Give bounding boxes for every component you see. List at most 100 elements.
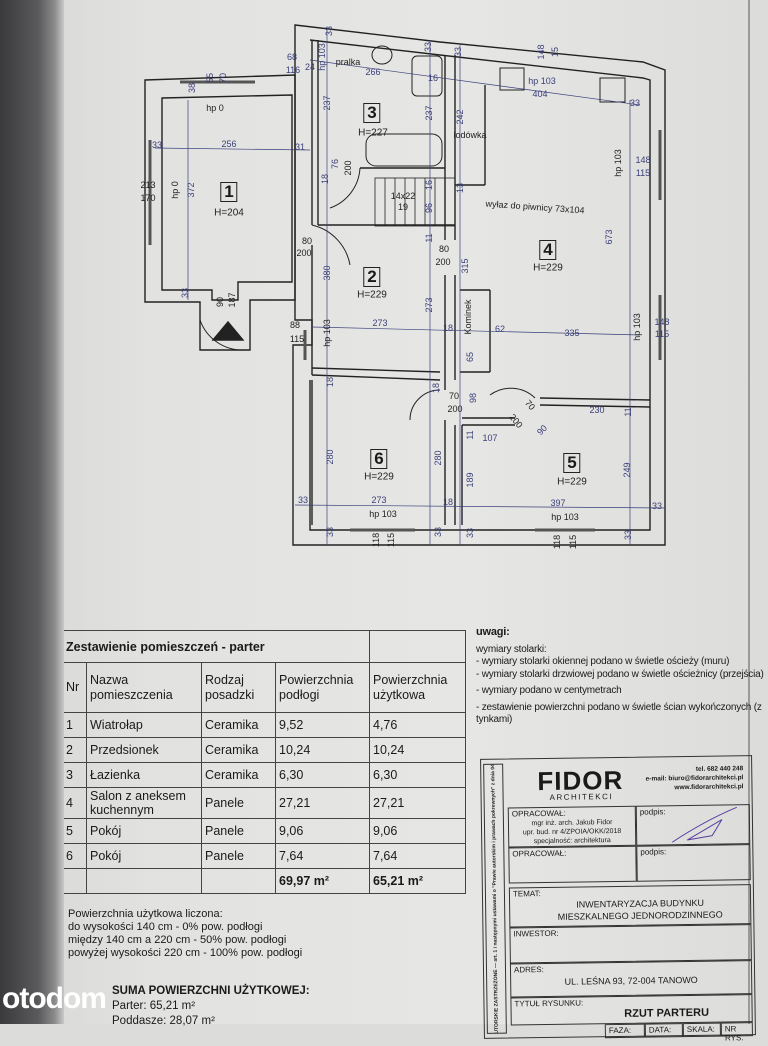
subject-text: INWENTARYZACJA BUDYNKU MIESZKALNEGO JEDN… — [557, 897, 723, 922]
dimension-label: 115 — [289, 334, 305, 344]
label-stairs-count: 19 — [397, 202, 409, 212]
dimension-label: hp 103 — [317, 43, 327, 71]
dimension-label: 80 — [301, 236, 313, 246]
dimension-label: 16 — [427, 73, 439, 83]
cell — [62, 868, 87, 894]
dimension-label: 33 — [325, 526, 335, 538]
cell: 5 — [62, 818, 87, 844]
dimension-label: 118 — [371, 532, 381, 548]
adres-label: ADRES: — [513, 965, 544, 975]
rooms-table: Zestawienie pomieszczeń - parter Nr Nazw… — [62, 630, 466, 894]
signature2-cell: podpis: — [636, 844, 751, 882]
cell: 1 — [62, 712, 87, 738]
dimension-label: 266 — [365, 67, 381, 77]
dimension-label: 280 — [325, 449, 335, 465]
dimension-label: 315 — [460, 258, 470, 274]
dimension-label: 33 — [433, 526, 443, 538]
room-height-1: H=204 — [214, 207, 244, 219]
dimension-label: 90 — [215, 296, 225, 308]
cell: 9,06 — [275, 818, 370, 844]
dimension-label: 213 — [140, 180, 156, 190]
cell: 10,24 — [275, 737, 370, 763]
fidor-logo: FIDOR — [537, 764, 624, 797]
dimension-label: 170 — [140, 193, 156, 203]
dimension-label: 11 — [623, 407, 633, 417]
cell: Łazienka — [86, 762, 202, 788]
dimension-label: 80 — [438, 244, 450, 254]
label-kominek: Kominek — [463, 299, 473, 335]
cell: 2 — [62, 737, 87, 763]
dimension-label: 18 — [442, 323, 454, 333]
room-number-4: 4 — [539, 240, 557, 260]
dimension-label: 200 — [435, 257, 451, 267]
cell: Ceramika — [201, 762, 276, 788]
dimension-label: 200 — [296, 248, 312, 258]
dimension-label: 148 — [536, 44, 546, 60]
copyright-strip: PRAWO AUTORSKIE ZASTRZEŻONE — art. 1 i n… — [483, 763, 507, 1034]
dimension-label: 115 — [635, 168, 651, 178]
temat-label: TEMAT: — [512, 889, 541, 899]
header-usable-area: Powierzchnia użytkowa — [369, 662, 466, 713]
room-number-6: 6 — [370, 449, 388, 469]
signature-cell: podpis: — [635, 804, 751, 846]
dimension-label: 33 — [623, 529, 633, 541]
room-number-1: 1 — [220, 182, 238, 202]
website: www.fidorarchitekci.pl — [674, 783, 744, 792]
dimension-label: 33 — [297, 495, 309, 505]
header-floor-area: Powierzchnia podłogi — [275, 662, 370, 713]
floor-plan: 1 H=204 2 H=229 3 H=227 4 H=229 5 H=229 … — [140, 24, 670, 550]
cell: 3 — [62, 762, 87, 788]
dimension-label: 70 — [448, 391, 460, 401]
dimension-label: 24 — [304, 62, 316, 72]
dimension-label: 673 — [604, 229, 614, 245]
header-nr: Nr — [62, 662, 87, 713]
remark-line: - zestawienie powierzchni podano w świet… — [476, 701, 762, 726]
dimension-label: 237 — [424, 105, 434, 121]
nr-label: NR RYS. — [724, 1024, 744, 1043]
signature-icon — [671, 806, 737, 843]
skala-label: SKALA: — [686, 1024, 715, 1035]
dimension-label: 397 — [550, 498, 566, 508]
dimension-label: 11 — [424, 233, 434, 243]
dimension-label: 273 — [424, 297, 434, 313]
note-line: do wysokości 140 cm - 0% pow. podłogi — [68, 921, 263, 933]
cell: Panele — [201, 843, 276, 869]
room-height-3: H=227 — [358, 127, 388, 139]
cell: 6 — [62, 843, 87, 869]
area-notes: Powierzchnia użytkowa liczona: do wysoko… — [68, 908, 302, 960]
dimension-label: 13 — [455, 182, 465, 194]
dimension-label: 200 — [343, 160, 353, 176]
dimension-label: 31 — [294, 142, 306, 152]
cell: 4 — [62, 787, 87, 819]
dimension-label: 189 — [465, 472, 475, 488]
tytul-label: TYTUŁ RYSUNKU: — [514, 998, 584, 1009]
dimension-label: 237 — [322, 95, 332, 111]
dimension-label: hp 103 — [551, 512, 579, 522]
podpis-label: podpis: — [640, 847, 667, 857]
data-cell: DATA: — [644, 1023, 683, 1038]
dimension-label: 98 — [468, 392, 478, 404]
dimension-label: 38 — [187, 82, 197, 94]
dimension-label: 55 — [205, 72, 215, 84]
dimension-label: 118 — [552, 534, 562, 550]
dimension-label: 88 — [289, 320, 301, 330]
cell: Przedsionek — [86, 737, 202, 763]
dimension-label: 380 — [322, 265, 332, 281]
dimension-label: 62 — [494, 324, 506, 334]
note-line: powyżej wysokości 220 cm - 100% pow. pod… — [68, 947, 303, 959]
drawing-title: RZUT PARTERU — [624, 1006, 710, 1020]
remarks: uwagi: wymiary stolarki: - wymiary stola… — [476, 626, 764, 727]
remark-line: - wymiary stolarki drzwiowej podano w św… — [476, 668, 764, 680]
dimension-label: 70 — [218, 72, 228, 84]
otodom-watermark: otodom — [2, 982, 107, 1015]
remark-line: - wymiary stolarki okiennej podano w świ… — [476, 656, 730, 667]
total-usable-area: 65,21 m² — [369, 868, 466, 894]
cell: 27,21 — [275, 787, 370, 819]
dimension-label: 96 — [424, 202, 434, 214]
inwestor-label: INWESTOR: — [513, 928, 559, 939]
